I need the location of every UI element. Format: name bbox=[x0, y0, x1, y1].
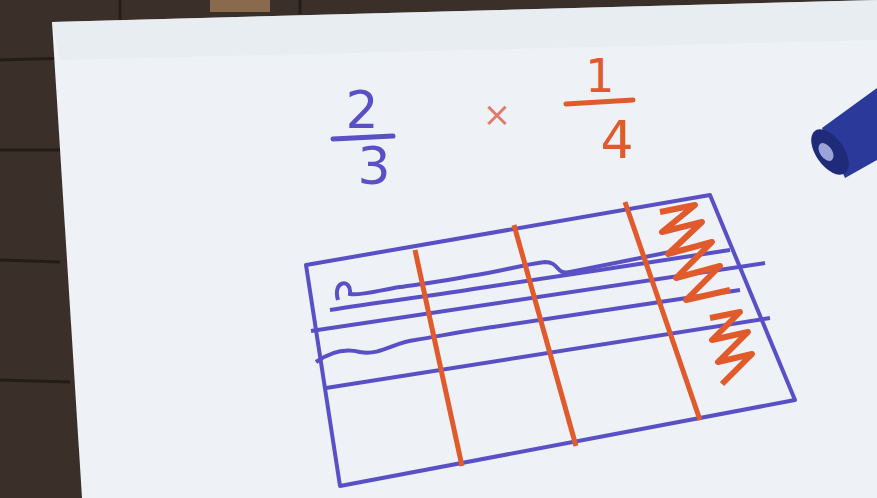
numerator: 2 bbox=[345, 84, 378, 136]
board-shade bbox=[52, 0, 877, 60]
shading-stroke bbox=[710, 312, 752, 384]
numerator: 1 bbox=[585, 53, 614, 99]
column-divider bbox=[514, 225, 576, 446]
area-rectangle bbox=[306, 195, 795, 486]
deck-board-light bbox=[210, 0, 270, 12]
whiteboard bbox=[52, 0, 877, 498]
shading-stroke bbox=[660, 205, 730, 300]
fraction-bar bbox=[566, 100, 633, 104]
denominator: 4 bbox=[600, 114, 633, 166]
denominator: 3 bbox=[357, 140, 390, 192]
times-sign: × bbox=[483, 97, 512, 131]
marker-pen bbox=[804, 88, 877, 181]
column-divider bbox=[415, 250, 462, 466]
fraction-bar bbox=[333, 136, 393, 139]
shading-stroke bbox=[337, 248, 690, 300]
